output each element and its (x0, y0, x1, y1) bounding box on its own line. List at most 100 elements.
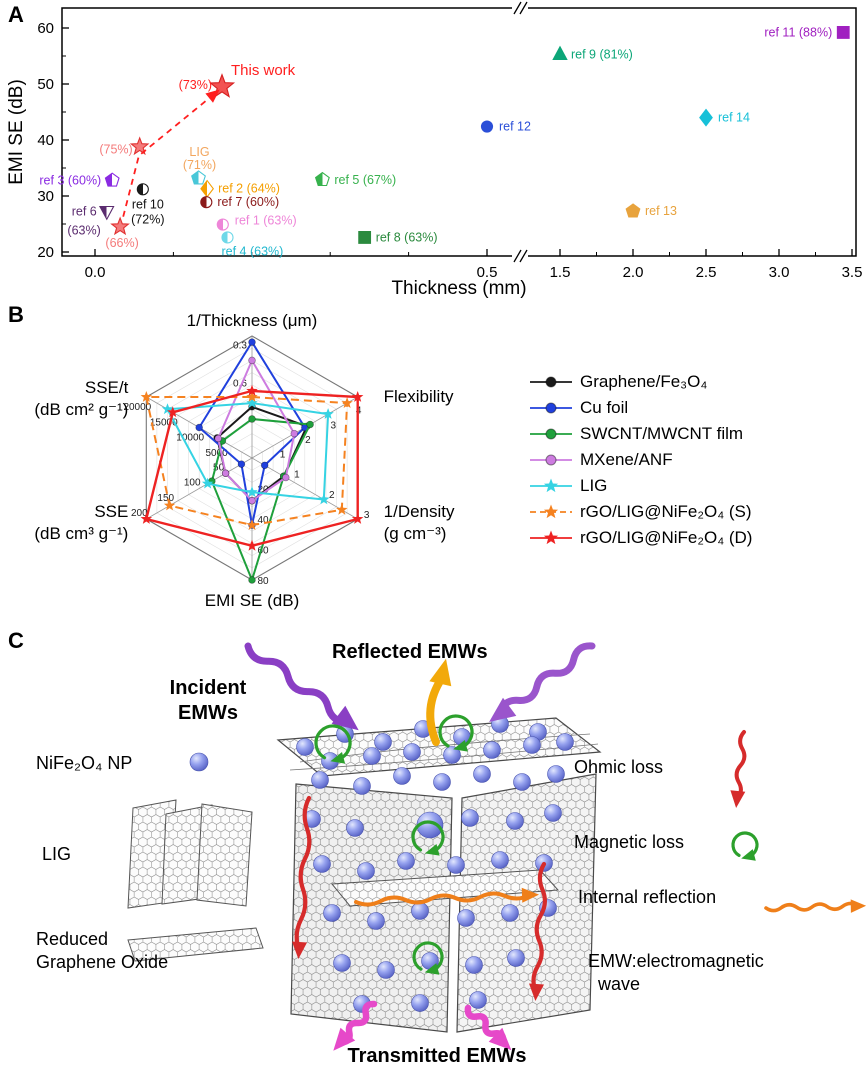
nife2o4-nanoparticle (547, 765, 565, 783)
nife2o4-nanoparticle (465, 956, 483, 974)
rgo-sheet (127, 927, 264, 962)
nife2o4-nanoparticle (469, 991, 487, 1009)
radar-tick-label: 40 (257, 515, 269, 526)
reflected-emw-wave-arrow (496, 642, 596, 718)
radar-marker-circle (260, 461, 269, 470)
radar-marker-star (351, 513, 364, 524)
radar-tick-label: 10000 (176, 433, 204, 444)
radar-tick-label: 5000 (205, 448, 228, 459)
nife2o4-nanoparticle (346, 819, 364, 837)
structure-left-face (290, 783, 453, 1033)
axis-break-mark (513, 249, 528, 263)
nife2o4-nanoparticle (443, 746, 461, 764)
legend-star-icon (530, 504, 572, 518)
nife2o4-nanoparticle (323, 904, 341, 922)
ohmic-loss-icon (734, 730, 747, 801)
nife2o4-nanoparticle (506, 812, 524, 830)
legend-item-rgo-lig-nife-o-s: rGO/LIG@NiFe₂O₄ (S) (528, 500, 752, 523)
nanoparticles (189, 715, 574, 1013)
nife2o4-nanoparticle (367, 912, 385, 930)
magnetic-loss-arrow-head (453, 740, 468, 752)
radar-marker-star (341, 397, 353, 408)
x-tick-label: 0.5 (477, 264, 498, 281)
point-label: ref 1 (63%) (235, 214, 297, 228)
point-ref-6 (98, 205, 115, 221)
legend-circle-icon (530, 454, 572, 465)
point-ref-4-63 (221, 231, 234, 244)
radar-tick-label: 60 (257, 546, 269, 557)
axis-break-gap (512, 251, 528, 261)
emw-arrows (244, 642, 867, 1051)
radar-marker-circle (248, 356, 256, 365)
ohmic-loss-label: Ohmic loss (574, 757, 664, 777)
axis-break-mark (513, 1, 528, 15)
radar-axis-title: EMI SE (dB) (205, 591, 299, 610)
radar-tick-label: 0.6 (233, 378, 247, 389)
y-tick-label: 50 (37, 76, 54, 93)
lig-sheet (196, 803, 253, 907)
radar-tick-label: 50 (213, 462, 225, 473)
radar-marker-star (201, 477, 214, 489)
radar-marker-star (246, 384, 258, 396)
trend-arrowhead (205, 89, 220, 103)
x-tick-label: 3.5 (842, 264, 863, 281)
plot-frame (61, 7, 857, 257)
legend-star-icon (530, 478, 572, 492)
legend-item-lig: LIG (528, 474, 752, 497)
reflected-emws-label: Reflected EMWs (332, 641, 488, 663)
internal-reflection-arrow-head (521, 887, 539, 903)
structure-right-face-shade (457, 774, 596, 1032)
magnetic-loss-arrow (411, 820, 445, 854)
nife2o4-nanoparticle (457, 909, 475, 927)
legend-circle-icon (530, 376, 572, 387)
legend-item-rgo-lig-nife-o-d: rGO/LIG@NiFe₂O₄ (D) (528, 526, 752, 549)
radar-tick-label: 3 (330, 420, 336, 431)
legend-label: rGO/LIG@NiFe₂O₄ (S) (580, 501, 752, 521)
ohmic-loss-icon-head (730, 790, 746, 808)
nife2o4-nanoparticle (556, 733, 574, 751)
nife2o4-nanoparticle (377, 961, 395, 979)
nife2o4-nanoparticle (296, 738, 314, 756)
radar-marker-star (246, 519, 258, 530)
radar-marker-star (161, 403, 174, 415)
legend-label: rGO/LIG@NiFe₂O₄ (D) (580, 527, 753, 547)
radar-tick-label: 20 (257, 485, 269, 496)
nife2o4-nanoparticle (363, 747, 381, 765)
nife2o4-nanoparticle (501, 904, 519, 922)
nife2o4-nanoparticle (393, 767, 411, 785)
reflected-emw-wave-arrow-head (489, 697, 517, 722)
radar-axis-title: (g cm⁻³) (384, 524, 447, 543)
radar-tick-label: 1 (280, 450, 286, 461)
point-label: ref 3 (60%) (39, 173, 101, 187)
nife2o4-nanoparticle (491, 851, 509, 869)
nife2o4-nanoparticle (461, 809, 479, 827)
lig-label: LIG (42, 844, 72, 864)
nife2o4-nanoparticle (311, 771, 329, 789)
nife2o4-nanoparticle (473, 765, 491, 783)
point-ref-14 (699, 108, 713, 127)
radar-marker-star (246, 486, 258, 497)
material-property-radar-chart: 0.30.61234123204060805010015020050001000… (34, 311, 455, 610)
radar-axis-title: SSE (94, 502, 128, 521)
x-tick-label: 0.0 (85, 264, 106, 281)
point-label: LIG (189, 145, 209, 159)
ohmic-loss-arrow-right-head (529, 983, 544, 1001)
radar-marker-circle (214, 434, 222, 443)
radar-axis-title: 1/Density (384, 502, 455, 521)
point-label: (63%) (67, 224, 100, 238)
radar-marker-star (246, 391, 258, 402)
point-ref-13 (625, 203, 641, 218)
point-label: ref 9 (81%) (571, 47, 633, 61)
point-ref-12 (480, 120, 494, 133)
radar-axis-title: (dB cm² g⁻¹) (34, 400, 128, 419)
x-tick-label: 3.0 (769, 264, 790, 281)
nife2o4-nanoparticle (411, 902, 429, 920)
point-ref-7-60 (200, 196, 213, 209)
magnetic-loss-arrow (314, 724, 352, 761)
point-label: ref 8 (63%) (376, 230, 438, 244)
incident-emws-line1: Incident (169, 677, 247, 699)
nife2o4-np-label: NiFe₂O₄ NP (36, 753, 133, 773)
point-ref-1-63 (216, 218, 229, 231)
magnetic-loss-arrow (438, 714, 474, 750)
